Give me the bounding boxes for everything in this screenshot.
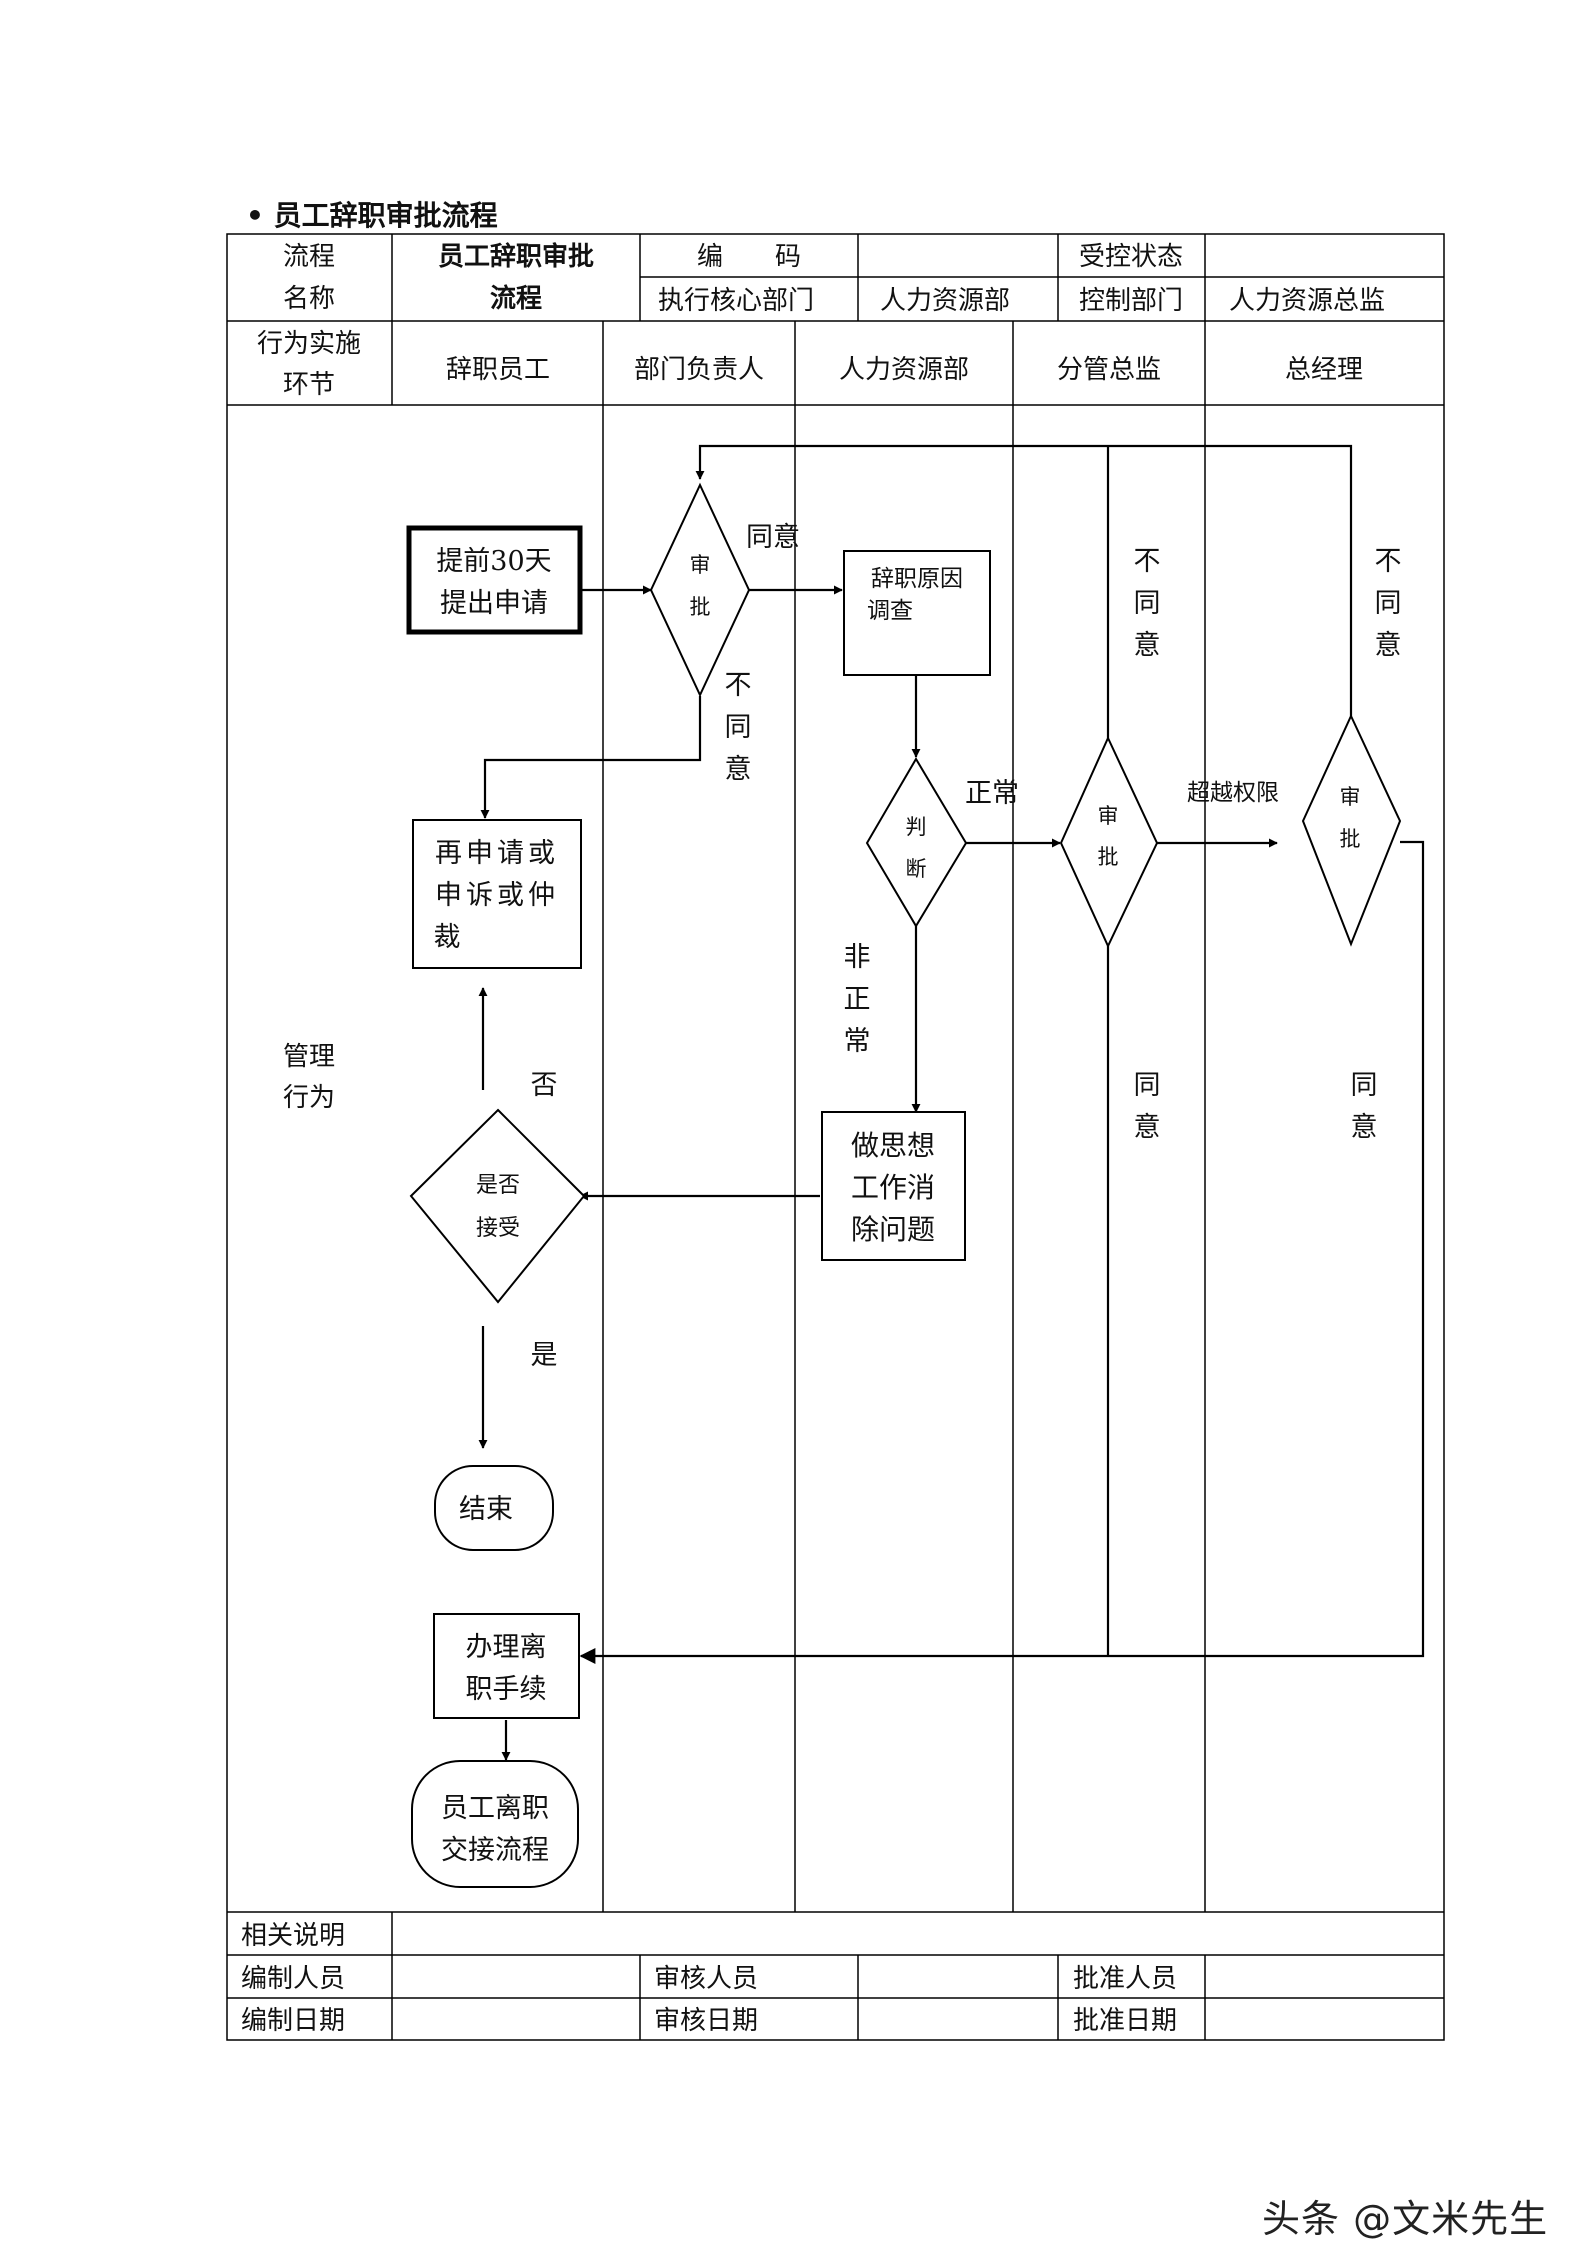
label-gm-agree-1: 同: [1351, 1070, 1378, 1101]
lane-dept-head: 部门负责人: [634, 355, 764, 385]
node-submit: [406, 525, 583, 635]
node-judge: [865, 757, 968, 928]
label-dept-disagree-3: 意: [725, 754, 752, 785]
node-reason-survey: [843, 550, 991, 676]
label-no: 否: [531, 1070, 558, 1101]
ideology-line-2: 工作消: [851, 1171, 935, 1204]
label-exceed: 超越权限: [1187, 780, 1279, 806]
label-director-agree-2: 意: [1134, 1112, 1161, 1143]
footer-prepared-by: 编制人员: [241, 1964, 345, 1994]
exec-dept-label: 执行核心部门: [658, 286, 814, 316]
handover-1: 员工离职: [441, 1793, 549, 1824]
lane-employee: 辞职员工: [446, 355, 550, 385]
node-reapply: [412, 819, 582, 969]
reapply-line-2: 申诉或仲: [435, 880, 559, 911]
label-normal: 正常: [965, 778, 1019, 809]
flow-name-label-2: 名称: [283, 284, 335, 314]
flow-name-value-2: 流程: [490, 284, 542, 314]
table-grid: [226, 233, 1445, 2041]
dept-approve-2: 批: [690, 595, 711, 619]
ideology-line-3: 除问题: [851, 1213, 935, 1246]
label-gm-disagree-2: 同: [1375, 588, 1402, 619]
accept-line-1: 是否: [476, 1173, 520, 1198]
watermark: 头条 @文米先生: [1262, 2197, 1549, 2241]
reapply-line-3: 裁: [434, 922, 461, 953]
lane-hr: 人力资源部: [839, 355, 969, 385]
stage-label-1: 行为实施: [257, 329, 361, 359]
label-director-disagree-2: 同: [1134, 588, 1161, 619]
director-approve-1: 审: [1098, 804, 1119, 828]
lane-director: 分管总监: [1057, 355, 1161, 385]
node-handle-exit: [433, 1613, 580, 1719]
edge-approve-reapply: [480, 696, 702, 819]
reapply-line-1: 再申请或: [435, 838, 559, 869]
label-dept-disagree-2: 同: [725, 712, 752, 743]
node-end: [434, 1465, 554, 1551]
node-director-approve: [1059, 735, 1159, 949]
judge-2: 断: [906, 857, 927, 881]
footer-approved-by: 批准人员: [1073, 1964, 1177, 1994]
ideology-line-1: 做思想: [851, 1129, 935, 1162]
row-label-2: 行为: [283, 1083, 335, 1113]
code-label: 编 码: [697, 242, 801, 272]
label-abnormal-1: 非: [844, 942, 871, 973]
submit-line-2: 提出申请: [440, 588, 548, 619]
label-gm-agree-2: 意: [1351, 1112, 1378, 1143]
gm-approve-1: 审: [1340, 785, 1361, 809]
exec-dept-value: 人力资源部: [880, 286, 1010, 316]
edge-gm-back: [695, 444, 1353, 716]
label-abnormal-2: 正: [844, 984, 871, 1015]
footer-approved-date: 批准日期: [1073, 2006, 1177, 2036]
label-director-disagree-3: 意: [1134, 630, 1161, 661]
end-label: 结束: [459, 1494, 513, 1525]
handle-exit-1: 办理离: [466, 1632, 547, 1663]
node-dept-approve: [649, 482, 751, 698]
control-status-label: 受控状态: [1079, 242, 1183, 272]
flow-name-label-1: 流程: [283, 242, 335, 272]
label-agree: 同意: [746, 522, 800, 553]
gm-approve-2: 批: [1340, 827, 1361, 851]
node-handover: [411, 1760, 579, 1888]
director-approve-2: 批: [1098, 845, 1119, 869]
label-director-disagree-1: 不: [1134, 546, 1161, 577]
label-gm-disagree-3: 意: [1375, 630, 1402, 661]
footer-notes-label: 相关说明: [241, 1921, 345, 1951]
submit-line-1: 提前30天: [436, 546, 551, 577]
stage-label-2: 环节: [283, 370, 335, 400]
node-gm-approve: [1301, 713, 1402, 947]
label-director-agree-1: 同: [1134, 1070, 1161, 1101]
judge-1: 判: [906, 815, 927, 839]
label-gm-disagree-1: 不: [1375, 546, 1402, 577]
footer-reviewed-by: 审核人员: [654, 1964, 758, 1994]
control-dept-value: 人力资源总监: [1229, 286, 1385, 316]
control-dept-label: 控制部门: [1079, 286, 1183, 316]
footer-prepared-date: 编制日期: [241, 2006, 345, 2036]
accept-line-2: 接受: [476, 1216, 520, 1241]
handover-2: 交接流程: [441, 1835, 549, 1866]
flow-name-value-1: 员工辞职审批: [438, 241, 594, 272]
row-label-1: 管理: [283, 1042, 335, 1072]
lane-gm: 总经理: [1285, 355, 1363, 385]
footer-reviewed-date: 审核日期: [654, 2006, 758, 2036]
page-title: • 员工辞职审批流程: [246, 199, 498, 232]
node-ideology: [821, 1111, 966, 1261]
survey-line-2: 调查: [867, 598, 913, 624]
survey-line-1: 辞职原因: [871, 566, 963, 592]
node-accept: [409, 1108, 586, 1304]
label-abnormal-3: 常: [844, 1026, 871, 1057]
label-dept-disagree-1: 不: [725, 670, 752, 701]
dept-approve-1: 审: [690, 553, 711, 577]
handle-exit-2: 职手续: [466, 1674, 547, 1705]
label-yes: 是: [531, 1340, 558, 1371]
edge-gm-handle: [579, 840, 1425, 1664]
